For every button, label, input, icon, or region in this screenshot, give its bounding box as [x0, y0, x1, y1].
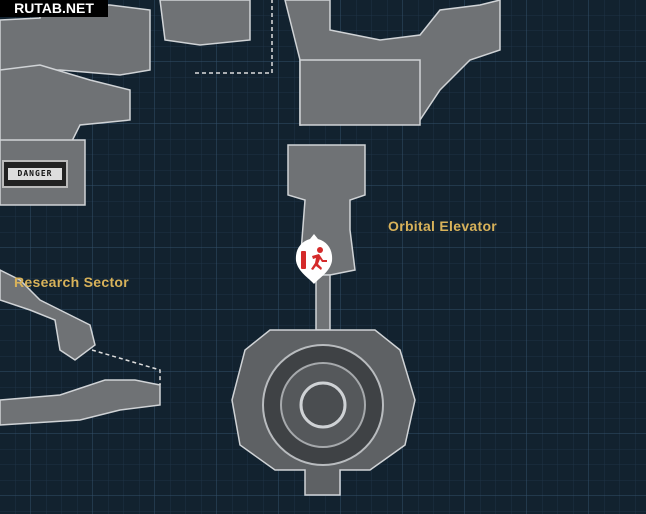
region-label-orbital-elevator[interactable]: Orbital Elevator: [388, 218, 498, 234]
structure-research-lower: [0, 379, 161, 426]
emergency-exit-icon: [301, 247, 327, 270]
structure-ring-station: [231, 329, 416, 496]
map-marker-pin[interactable]: [295, 234, 333, 284]
danger-sign: DANGER: [2, 160, 68, 188]
dashed-paths: [91, 0, 273, 385]
structure-research-sector: [0, 269, 96, 361]
region-label-research-sector[interactable]: Research Sector: [14, 274, 130, 290]
watermark: RUTAB.NET: [0, 0, 108, 17]
structure-orbital-upper: [299, 59, 421, 126]
structure-top-center-left: [159, 0, 251, 46]
